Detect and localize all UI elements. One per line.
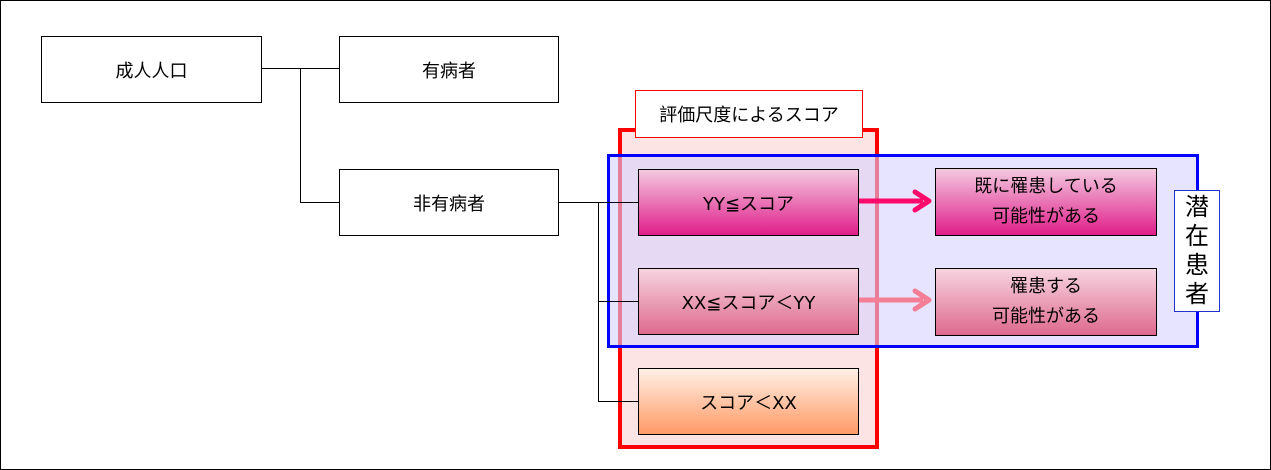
connector	[598, 202, 599, 402]
score-middle-box: XX≦スコア＜YY	[638, 268, 859, 335]
already-affected-line1: 既に罹患している	[974, 176, 1118, 197]
patients-box: 有病者	[339, 36, 559, 103]
score-middle-label: XX≦スコア＜YY	[681, 292, 816, 314]
score-low-box: スコア＜XX	[638, 368, 859, 435]
score-high-label: YY≦スコア	[702, 193, 795, 215]
connector	[300, 68, 301, 203]
adult-population-label: 成人人口	[115, 60, 188, 82]
already-affected-box: 既に罹患している 可能性がある	[935, 168, 1157, 236]
adult-population-box: 成人人口	[41, 36, 262, 103]
score-low-label: スコア＜XX	[700, 392, 797, 414]
score-title: 評価尺度によるスコア	[659, 105, 839, 126]
score-high-box: YY≦スコア	[638, 169, 859, 236]
arrow-high-to-already-affected	[859, 189, 932, 213]
score-title-box: 評価尺度によるスコア	[635, 90, 863, 138]
may-be-affected-line1: 罹患する	[1010, 276, 1082, 297]
latent-char-3: 患	[1185, 251, 1209, 279]
arrow-middle-to-may-be-affected	[859, 288, 932, 312]
already-affected-line2: 可能性がある	[992, 206, 1100, 227]
latent-patient-label-box: 潜 在 患 者	[1174, 190, 1220, 312]
may-be-affected-line2: 可能性がある	[992, 306, 1100, 327]
non-patients-box: 非有病者	[339, 169, 559, 236]
patients-label: 有病者	[422, 60, 476, 82]
connector	[598, 401, 638, 402]
latent-char-4: 者	[1185, 280, 1209, 308]
latent-char-2: 在	[1185, 222, 1209, 250]
latent-char-1: 潜	[1185, 193, 1209, 221]
connector	[300, 202, 339, 203]
non-patients-label: 非有病者	[413, 193, 485, 215]
may-be-affected-box: 罹患する 可能性がある	[935, 268, 1157, 336]
connector	[598, 301, 638, 302]
